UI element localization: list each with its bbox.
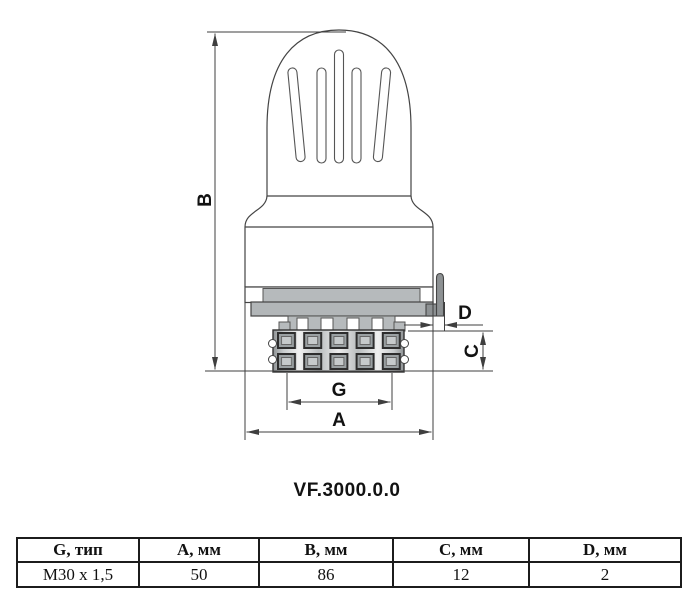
dim-label-a: A: [332, 410, 346, 431]
position-tab: [425, 272, 445, 317]
spec-table-header-row: G, тип A, мм B, мм C, мм D, мм: [16, 537, 682, 563]
position-tab-fin: [435, 272, 445, 317]
dim-label-b: B: [195, 193, 216, 207]
shoulder-flare-right: [410, 195, 434, 228]
knurl-scallops: [268, 339, 409, 364]
dim-label-c: C: [462, 344, 483, 358]
spec-header-b: B, мм: [258, 537, 394, 563]
knurled-nut-texture: [273, 330, 404, 372]
spec-value-a: 50: [138, 561, 260, 588]
collar-gray-ring: [262, 288, 421, 303]
spec-value-g: M30 x 1,5: [16, 561, 140, 588]
technical-drawing: B A G C D VF.3000.0.0: [195, 29, 493, 501]
vent-slot-inner-left: [316, 67, 327, 164]
spec-header-c: C, мм: [392, 537, 530, 563]
shoulder-flare-left: [244, 195, 268, 228]
vent-slot-center: [333, 49, 345, 164]
thermostatic-head-body: [244, 29, 445, 373]
spec-table-data-row: M30 x 1,5 50 86 12 2: [16, 561, 682, 588]
spec-table: G, тип A, мм B, мм C, мм D, мм M30 x 1,5…: [16, 537, 682, 588]
mounting-flange: [250, 301, 434, 317]
vent-slot-outer-right: [372, 67, 392, 163]
dim-label-g: G: [332, 380, 347, 401]
knurled-nut: [268, 329, 409, 373]
dimension-lines: [205, 31, 493, 440]
castellated-stem: [278, 315, 406, 332]
spec-header-g: G, тип: [16, 537, 140, 563]
spec-header-d: D, мм: [528, 537, 682, 563]
spec-value-b: 86: [258, 561, 394, 588]
dim-label-d: D: [458, 303, 472, 324]
spec-value-d: 2: [528, 561, 682, 588]
dimension-labels: B A G C D: [195, 193, 483, 431]
stem-slots: [296, 317, 384, 332]
spec-value-c: 12: [392, 561, 530, 588]
model-number: VF.3000.0.0: [294, 480, 401, 501]
spec-header-a: A, мм: [138, 537, 260, 563]
vent-slot-outer-left: [287, 67, 306, 163]
dome-vent-slots: [287, 49, 392, 164]
vent-slot-inner-right: [351, 67, 362, 164]
